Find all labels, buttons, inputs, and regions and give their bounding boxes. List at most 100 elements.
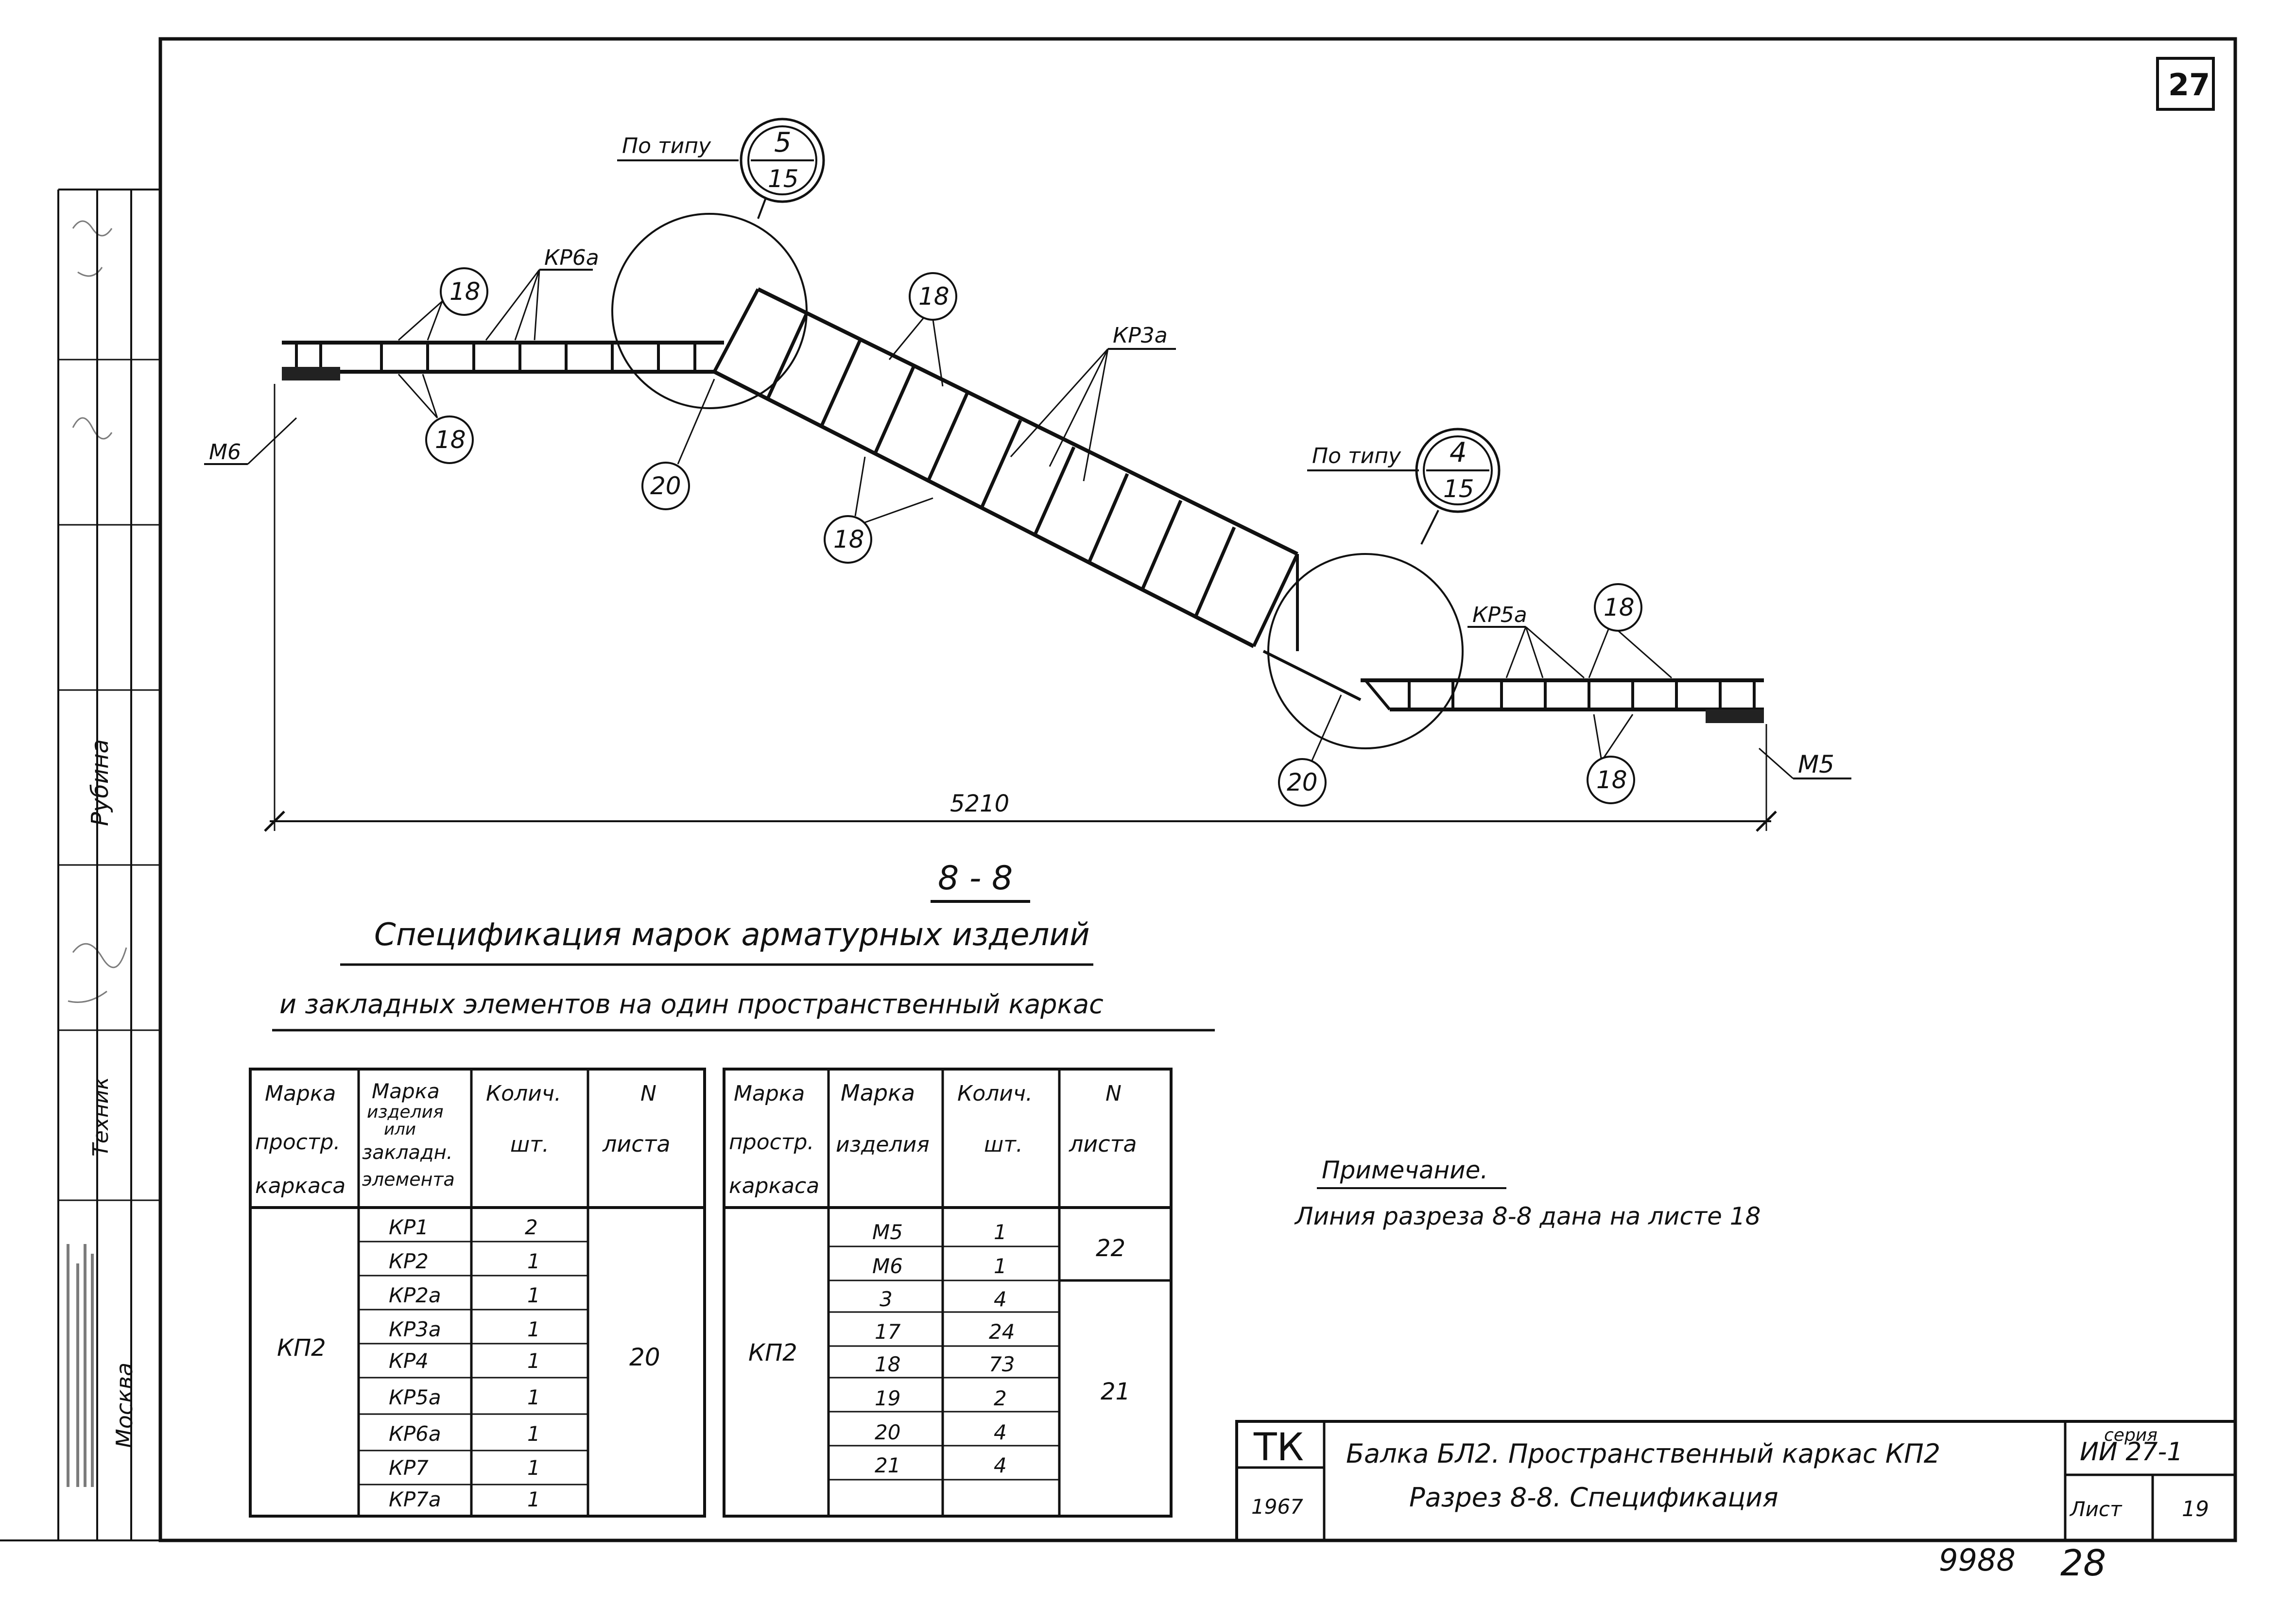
- bubble-18-left-top: 18: [449, 277, 481, 306]
- right-sheet-b: 21: [1101, 1378, 1130, 1405]
- left-row-qty: 1: [527, 1487, 540, 1511]
- left-row-qty: 1: [527, 1317, 540, 1341]
- left-row-qty: 1: [527, 1456, 540, 1480]
- left-h1-l1: Марка: [265, 1081, 336, 1106]
- callout-right-den: 15: [1443, 475, 1474, 503]
- sheet-frame: 27: [158, 37, 2237, 1542]
- right-h4-l1: N: [1105, 1081, 1122, 1106]
- right-row-qty: 1: [994, 1254, 1007, 1278]
- sheet-number: 27: [2168, 67, 2210, 103]
- spec-table-right: Марка простр. каркаса Марка изделия Коли…: [723, 1068, 1173, 1518]
- spec-title-line1: Спецификация марок арматурных изделий: [374, 917, 1090, 953]
- left-h2-l3: или: [384, 1120, 416, 1139]
- left-h2-l5: элемента: [362, 1169, 455, 1190]
- label-kr6a: КР6а: [544, 245, 599, 270]
- note-heading: Примечание.: [1322, 1156, 1488, 1184]
- callout-left-den: 15: [768, 165, 799, 193]
- footer-number: 28: [2060, 1542, 2106, 1584]
- label-kr5a: КР5а: [1472, 603, 1527, 627]
- left-h2-l2: изделия: [367, 1102, 444, 1122]
- sheet-value: 19: [2182, 1497, 2209, 1521]
- section-mark: 8 - 8: [938, 859, 1013, 898]
- title-org: ТК: [1253, 1426, 1304, 1469]
- right-row-item: М6: [872, 1254, 903, 1278]
- right-row-qty: 24: [989, 1320, 1015, 1344]
- series-value: ИИ 27-1: [2080, 1437, 2183, 1467]
- right-h1-l1: Марка: [734, 1081, 805, 1106]
- stamp-city: Москва: [111, 1363, 138, 1448]
- left-row-qty: 1: [527, 1349, 540, 1373]
- dimension-value: 5210: [950, 790, 1009, 817]
- left-h2-l1: Марка: [372, 1079, 440, 1103]
- dimension-5210: 5210: [264, 384, 1777, 832]
- note-text: Линия разреза 8-8 дана на листе 18: [1294, 1202, 1761, 1230]
- left-h4-l1: N: [640, 1081, 656, 1106]
- bubble-18-left-bottom: 18: [435, 426, 466, 454]
- left-row-item: КР6а: [389, 1422, 441, 1446]
- bubble-18-mid-top: 18: [918, 282, 949, 311]
- cage-inclined: [712, 287, 1362, 701]
- detail-circle-left: [611, 213, 808, 409]
- left-row-item: КР2а: [389, 1283, 441, 1307]
- title-block: ТК 1967 Балка БЛ2. Пространственный карк…: [1235, 1420, 2237, 1542]
- footer-code: 9988: [1939, 1542, 2016, 1578]
- right-h4-l2: листа: [1069, 1131, 1137, 1157]
- left-row-item: КР7: [389, 1456, 429, 1480]
- spec-title-line2: и закладных элементов на один пространст…: [279, 989, 1104, 1019]
- left-frame-mark: КП2: [277, 1334, 326, 1362]
- label-m5: М5: [1798, 750, 1834, 778]
- left-h3-l2: шт.: [510, 1132, 549, 1157]
- left-sheet-number: 20: [629, 1343, 660, 1371]
- left-row-qty: 1: [527, 1385, 540, 1409]
- label-kr3a: КР3а: [1113, 323, 1168, 348]
- right-row-qty: 4: [994, 1453, 1007, 1477]
- right-row-qty: 4: [994, 1420, 1007, 1444]
- margin-stamp: Рубина Техник Москва: [0, 189, 160, 1541]
- detail-circle-right: [1267, 553, 1464, 749]
- left-h2-l4: закладн.: [362, 1141, 453, 1164]
- right-h2-l1: Марка: [841, 1080, 915, 1106]
- right-frame-mark: КП2: [748, 1339, 797, 1366]
- right-row-item: 19: [875, 1386, 900, 1410]
- right-row-item: 20: [875, 1420, 900, 1444]
- callout-right-num: 4: [1450, 437, 1467, 468]
- bubble-18-mid-bottom: 18: [833, 525, 864, 553]
- spec-table-left: Марка простр. каркаса Марка изделия или …: [249, 1068, 706, 1518]
- cage-right-horizontal: [1361, 678, 1764, 723]
- left-h1-l2: простр.: [255, 1130, 340, 1155]
- cage-left-horizontal: [282, 341, 724, 380]
- right-row-item: 3: [880, 1287, 893, 1311]
- left-h1-l3: каркаса: [255, 1174, 345, 1198]
- right-row-qty: 73: [989, 1352, 1015, 1376]
- left-h4-l2: листа: [602, 1131, 671, 1157]
- callout-right: По типу 4 15: [1307, 428, 1501, 545]
- title-year: 1967: [1251, 1495, 1303, 1519]
- right-row-item: 21: [875, 1453, 900, 1477]
- bubble-18-right-bottom: 18: [1596, 766, 1627, 794]
- left-row-item: КР3а: [389, 1317, 441, 1341]
- bubble-20-left: 20: [650, 472, 681, 500]
- left-row-qty: 1: [527, 1283, 540, 1307]
- right-row-item: М5: [872, 1220, 903, 1244]
- right-row-qty: 1: [994, 1220, 1007, 1244]
- left-row-lines: [359, 1241, 588, 1486]
- title-line2: Разрез 8-8. Спецификация: [1409, 1482, 1778, 1513]
- right-h2-l2: изделия: [836, 1132, 930, 1157]
- right-row-qty: 4: [994, 1287, 1007, 1311]
- right-row-item: 17: [875, 1320, 901, 1344]
- bubbles: 18 18 20 18 18 18 18 20: [397, 267, 1672, 807]
- right-h3-l1: Колич.: [957, 1081, 1033, 1106]
- right-h3-l2: шт.: [984, 1132, 1023, 1157]
- spec-title: Спецификация марок арматурных изделий и …: [272, 917, 1215, 1032]
- right-h1-l3: каркаса: [729, 1174, 819, 1198]
- left-h3-l1: Колич.: [486, 1081, 561, 1106]
- right-h1-l2: простр.: [729, 1130, 814, 1155]
- note: Примечание. Линия разреза 8-8 дана на ли…: [1294, 1156, 1761, 1230]
- label-m6: М6: [209, 440, 241, 465]
- left-row-item: КР7а: [389, 1487, 441, 1511]
- sheet-label: Лист: [2069, 1497, 2123, 1521]
- left-row-item: КР4: [389, 1349, 429, 1373]
- bubble-20-right: 20: [1287, 768, 1318, 796]
- right-sheet-a: 22: [1096, 1235, 1125, 1262]
